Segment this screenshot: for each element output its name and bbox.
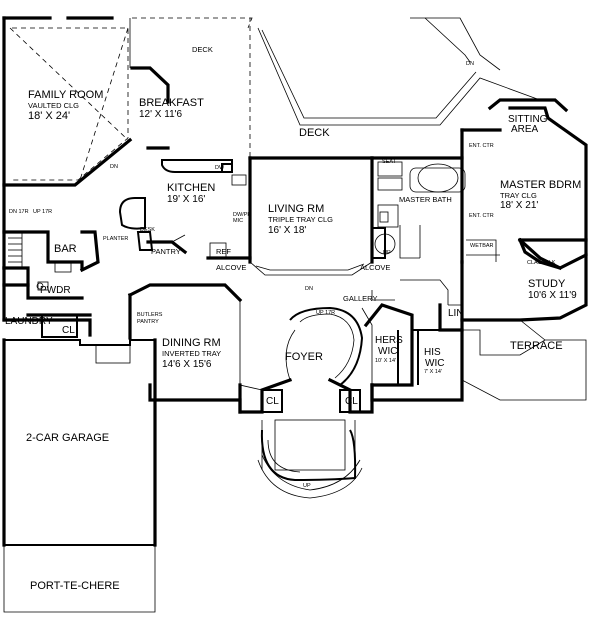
deck-main-label: DECK [299, 127, 330, 139]
svg-text:WIC: WIC [378, 346, 397, 357]
stair-down-label: DN 17R [9, 209, 29, 215]
alcove-left-label: ALCOVE [216, 263, 246, 272]
svg-text:INVERTED TRAY: INVERTED TRAY [162, 349, 221, 358]
svg-text:7' X 14': 7' X 14' [424, 369, 442, 375]
up-entry-label: UP [303, 483, 311, 489]
svg-text:TRAY CLG: TRAY CLG [500, 191, 537, 200]
svg-text:DINING RM: DINING RM [162, 337, 221, 349]
ent-ctr-2-label: ENT. CTR [469, 213, 494, 219]
svg-text:TRIPLE TRAY CLG: TRIPLE TRAY CLG [268, 215, 333, 224]
svg-text:FAMILY ROOM: FAMILY ROOM [28, 89, 103, 101]
refrigerator-label: REF [216, 247, 231, 256]
classblk-label: CLASSBLK [527, 260, 556, 266]
kitchen-label: KITCHEN 19' X 16' [167, 182, 215, 205]
seat-label: SEAT [382, 159, 397, 165]
svg-text:VAULTED CLG: VAULTED CLG [28, 101, 79, 110]
mic-label: MIC [233, 218, 243, 224]
study-label: STUDY 10'6 X 11'9 [528, 278, 577, 301]
living-room-label: LIVING RM TRIPLE TRAY CLG 16' X 18' [268, 203, 333, 236]
interior-walls [8, 18, 500, 546]
closet-foyer-left-label: CL [266, 396, 279, 407]
terrace-label: TERRACE [510, 340, 563, 352]
svg-text:12' X 11'6: 12' X 11'6 [139, 109, 183, 120]
annotations: ALCOVE ALCOVE CL CL CL REF PLANTER DESK … [9, 61, 556, 489]
powder-label: PWDR [40, 285, 71, 296]
svg-text:14'6 X 15'6: 14'6 X 15'6 [162, 359, 212, 370]
butlers-pantry-label-1: BUTLERS [137, 312, 163, 318]
svg-text:WIC: WIC [425, 358, 444, 369]
alcove-right-label: ALCOVE [360, 263, 390, 272]
svg-text:18' X 24': 18' X 24' [28, 110, 70, 122]
svg-text:KITCHEN: KITCHEN [167, 182, 215, 194]
closet-laundry-label: CL [62, 325, 75, 336]
deck-upper-label: DECK [192, 45, 213, 54]
dn-living-label: DN [305, 286, 313, 292]
hers-wic-label: HERS WIC 10' X 14' [375, 335, 403, 364]
wetbar-label: WETBAR [470, 243, 494, 249]
foyer-label: FOYER [285, 351, 323, 363]
dn-deck-label: DN [466, 61, 474, 67]
svg-text:HERS: HERS [375, 335, 403, 346]
svg-text:10' X 14': 10' X 14' [375, 358, 396, 364]
dishwasher-label: DW [215, 165, 225, 171]
ent-ctr-1-label: ENT. CTR [469, 143, 494, 149]
garage-label: 2-CAR GARAGE [26, 432, 109, 444]
closet-foyer-right-label: CL [345, 396, 358, 407]
sitting-area-label: SITTING AREA [508, 114, 548, 135]
dwph-label: DW/PH [233, 212, 251, 218]
svg-text:SITTING: SITTING [508, 114, 548, 125]
svg-text:HIS: HIS [424, 347, 441, 358]
stair-up-label: UP 17R [33, 209, 52, 215]
bar-label: BAR [54, 243, 77, 255]
family-room-label: FAMILY ROOM VAULTED CLG 18' X 24' [28, 89, 103, 122]
svg-text:16' X 18': 16' X 18' [268, 225, 306, 236]
svg-text:MASTER BDRM: MASTER BDRM [500, 179, 581, 191]
pantry-label: PANTRY [151, 247, 181, 256]
svg-text:BREAKFAST: BREAKFAST [139, 97, 204, 109]
svg-text:STUDY: STUDY [528, 278, 566, 290]
desk-label: DESK [140, 227, 155, 233]
master-bath-label: MASTER BATH [399, 195, 452, 204]
room-labels: FAMILY ROOM VAULTED CLG 18' X 24' BREAKF… [5, 45, 581, 592]
svg-text:LIVING RM: LIVING RM [268, 203, 324, 215]
svg-text:10'6 X 11'9: 10'6 X 11'9 [528, 290, 577, 301]
svg-text:19' X 16': 19' X 16' [167, 194, 205, 205]
foyer-stair-label: UP 17R [316, 310, 335, 316]
dn-family-label: DN [110, 164, 118, 170]
master-bedroom-label: MASTER BDRM TRAY CLG 18' X 21' [500, 179, 581, 211]
svg-text:AREA: AREA [511, 124, 539, 135]
svg-text:18' X 21': 18' X 21' [500, 200, 538, 211]
his-wic-label: HIS WIC 7' X 14' [424, 347, 444, 375]
up-bath-label: UP [383, 250, 391, 256]
butlers-pantry-label-2: PANTRY [137, 319, 159, 325]
planter-label: PLANTER [103, 236, 128, 242]
porte-cochere-label: PORT-TE-CHERE [30, 580, 120, 592]
laundry-label: LAUNDRY [5, 316, 53, 327]
dining-room-label: DINING RM INVERTED TRAY 14'6 X 15'6 [162, 337, 221, 370]
gallery-label: GALLERY [343, 294, 377, 303]
linen-label: LIN [448, 308, 464, 319]
breakfast-label: BREAKFAST 12' X 11'6 [139, 97, 204, 120]
